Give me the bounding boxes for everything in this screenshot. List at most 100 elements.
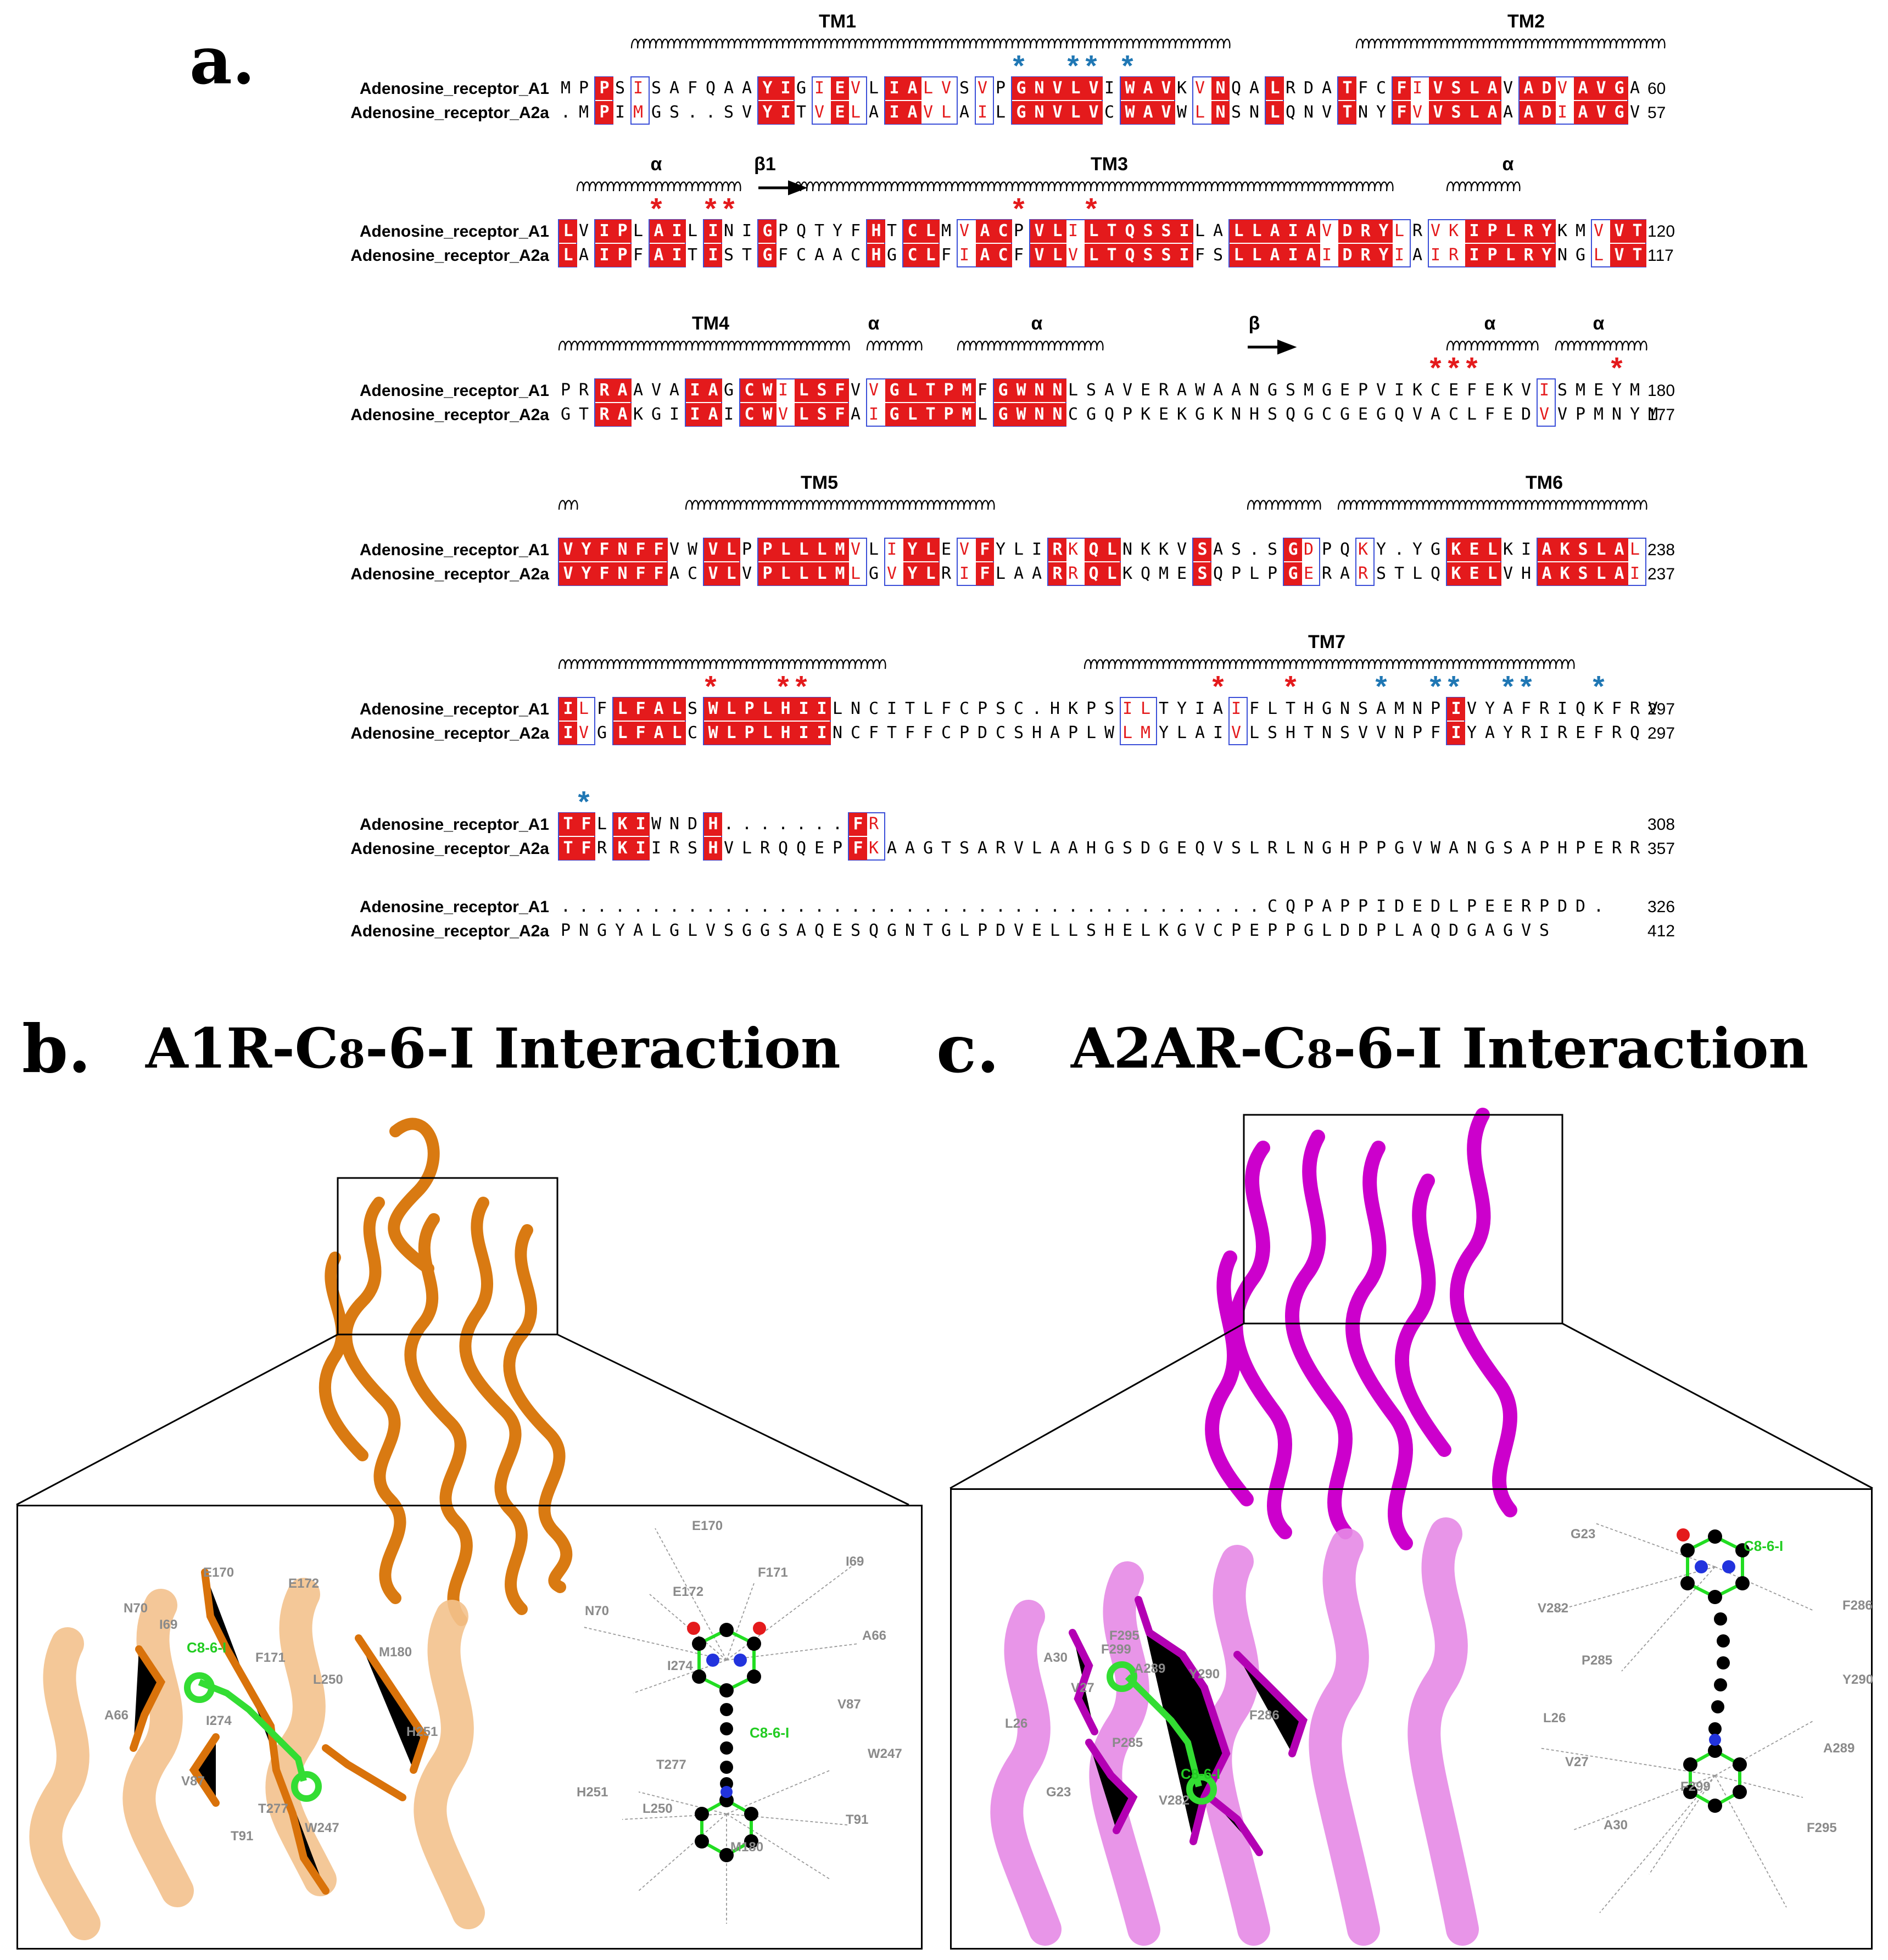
residue: K (1592, 697, 1605, 721)
residue: I (650, 837, 663, 860)
residue: G (1610, 101, 1628, 124)
residue: M (831, 538, 849, 561)
residue: E (1139, 379, 1152, 402)
residue: Y (1375, 538, 1388, 561)
residue: A (885, 837, 898, 860)
residue: I (704, 220, 722, 243)
residue: I (1447, 722, 1465, 745)
residue: V (1411, 101, 1424, 124)
residue: A (1139, 101, 1157, 124)
residue: S (813, 379, 831, 402)
residue: L (1592, 244, 1605, 267)
residue: S (1193, 538, 1211, 561)
residue: A (577, 244, 590, 267)
residue: E (1411, 895, 1424, 918)
residue-label-3d: N70 (124, 1601, 148, 1616)
residue: L (795, 538, 813, 561)
residue: V (1048, 101, 1066, 124)
residue: V (1411, 837, 1424, 860)
residue: . (903, 895, 917, 918)
residue: . (777, 895, 790, 918)
residue: P (595, 101, 613, 124)
residue: L (1193, 101, 1206, 124)
residue: E (1447, 379, 1460, 402)
residue: L (1393, 220, 1406, 243)
residue: L (758, 722, 777, 745)
residue: V (1030, 244, 1048, 267)
residue: Q (1211, 562, 1225, 585)
binding-residue-star: * (1611, 357, 1622, 379)
residue: I (976, 101, 989, 124)
residue: W (1012, 379, 1030, 402)
residue: A (650, 722, 668, 745)
residue: R (1048, 562, 1066, 585)
residue: V (1592, 220, 1605, 243)
residue: E (831, 77, 849, 100)
residue: I (668, 220, 686, 243)
residue: W (1012, 403, 1030, 426)
residue: H (1030, 722, 1043, 745)
residue-label-3d: V87 (181, 1774, 205, 1789)
residue: L (1103, 538, 1121, 561)
residue: I (559, 697, 577, 721)
residue: N (1048, 379, 1066, 402)
residue: V (1520, 919, 1533, 942)
residue: I (595, 244, 613, 267)
binding-residue-star: * (1429, 675, 1441, 697)
residue: F (1248, 697, 1261, 721)
residue: C (903, 244, 921, 267)
residue: Y (1501, 722, 1515, 745)
residue: L (1592, 562, 1610, 585)
residue: I (958, 244, 971, 267)
residue: F (976, 562, 994, 585)
residue: I (1320, 244, 1333, 267)
residue: F (976, 538, 994, 561)
residue: S (1230, 837, 1243, 860)
residue-label-3d: V282 (1159, 1793, 1189, 1808)
residue: . (559, 101, 572, 124)
residue: . (686, 101, 699, 124)
residue: P (740, 697, 758, 721)
residue: P (1356, 379, 1370, 402)
residue: R (1411, 220, 1424, 243)
sequence-position-number: 297 (1647, 697, 1675, 722)
residue: S (1139, 220, 1157, 243)
residue-label-2d: T91 (846, 1812, 868, 1828)
residue-label-3d: L250 (313, 1672, 343, 1688)
residue: G (994, 403, 1012, 426)
residue: Q (704, 77, 717, 100)
residue: W (704, 722, 722, 745)
residue: L (740, 837, 753, 860)
residue: . (831, 813, 844, 836)
residue: P (976, 919, 989, 942)
residue: L (1393, 919, 1406, 942)
beta-strand-arrow (1248, 342, 1293, 353)
residue: S (994, 697, 1007, 721)
residue: T (1103, 244, 1121, 267)
residue-label-3d: F171 (255, 1650, 286, 1666)
residue: G (1501, 919, 1515, 942)
residue: R (1356, 244, 1375, 267)
residue: K (1121, 562, 1134, 585)
residue: S (958, 77, 971, 100)
residue: F (686, 77, 699, 100)
residue: L (921, 220, 940, 243)
residue: L (1121, 722, 1134, 745)
residue: S (849, 919, 862, 942)
residue: H (1338, 837, 1351, 860)
residue: Q (795, 837, 808, 860)
residue: G (595, 919, 608, 942)
residue: . (1193, 895, 1206, 918)
residue: F (595, 538, 613, 561)
residue: Q (1103, 403, 1116, 426)
residue: W (1103, 722, 1116, 745)
residue: F (595, 562, 613, 585)
residue: T (1302, 722, 1315, 745)
binding-residue-star: * (1212, 675, 1224, 697)
residue: S (1230, 101, 1243, 124)
residue: V (740, 562, 753, 585)
residue: S (1538, 919, 1551, 942)
residue: M (1574, 220, 1587, 243)
binding-residue-star: * (1067, 55, 1079, 77)
residue: S (1012, 722, 1025, 745)
